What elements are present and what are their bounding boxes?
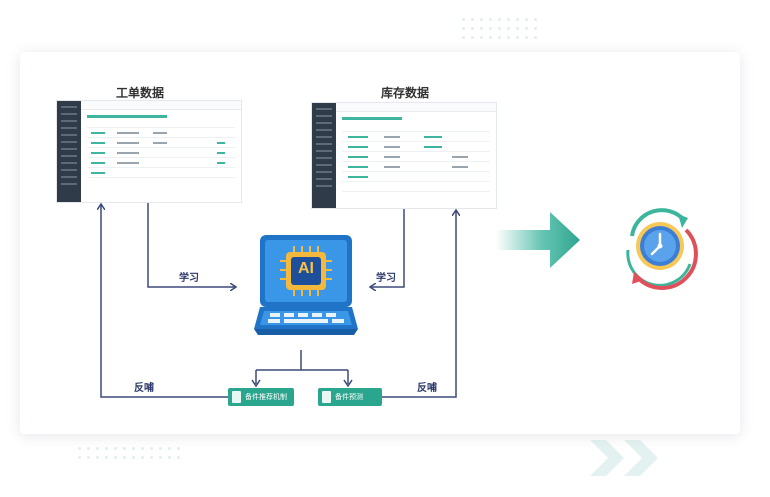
decor-dot [141,456,144,459]
decor-dot [78,447,81,450]
gradient-arrow-icon [496,212,580,268]
decor-dot [78,456,81,459]
work-order-title: 工单数据 [116,86,165,100]
decor-dot [525,27,528,30]
decor-dot [132,456,135,459]
learn-arrow-right [370,209,405,287]
decor-dot [498,36,501,39]
decor-dot [177,447,180,450]
decor-dot [507,36,510,39]
decor-dot [159,447,162,450]
decor-dot [132,447,135,450]
decor-dot [534,36,537,39]
spare-part-recommendation-label: 备件推荐机制 [245,393,287,401]
decor-dot [168,456,171,459]
decor-dot [516,18,519,21]
decor-dots-bottom [78,447,180,459]
decor-dot [489,18,492,21]
decor-dot [114,447,117,450]
decor-dot [525,18,528,21]
decor-dot [480,27,483,30]
decor-dot [507,27,510,30]
decor-dot [177,456,180,459]
clock-icon [626,208,698,290]
decor-dot [123,447,126,450]
split-arrow [255,350,349,384]
decor-dot [498,18,501,21]
feedback-label-right: 反哺 [417,383,437,394]
decor-dot [507,18,510,21]
decor-dot [141,447,144,450]
decor-dot [168,447,171,450]
document-icon [322,391,331,403]
decor-dot [123,456,126,459]
ai-chip-label: AI [298,260,314,277]
learn-label-left: 学习 [179,273,199,284]
decor-dot [105,447,108,450]
decor-dot [462,27,465,30]
decor-dot [87,456,90,459]
decor-dot [498,27,501,30]
ai-laptop-icon [254,235,358,335]
thumb-sidebar [57,101,81,202]
decor-dot [480,36,483,39]
decor-dot [87,447,90,450]
decor-dot [516,27,519,30]
decor-dot [471,18,474,21]
decor-dot [471,36,474,39]
document-icon [232,391,241,403]
decor-chevrons [590,440,658,476]
decor-dot [150,447,153,450]
thumb-sidebar [312,103,336,208]
feedback-label-left: 反哺 [134,383,154,394]
spare-part-forecast-label: 备件预测 [335,393,363,401]
decor-dot [471,27,474,30]
decor-dot [159,456,162,459]
decor-dot [96,447,99,450]
decor-dot [150,456,153,459]
learn-label-right: 学习 [376,273,396,284]
decor-dot [462,18,465,21]
work-order-screenshot [56,100,242,203]
decor-dot [525,36,528,39]
spare-part-forecast-button[interactable]: 备件预测 [318,388,382,406]
decor-dot [114,456,117,459]
decor-dot [534,18,537,21]
decor-dot [105,456,108,459]
learn-arrow-left [147,203,236,287]
decor-dot [462,36,465,39]
decor-dot [96,456,99,459]
decor-dot [489,36,492,39]
decor-dots-top [462,18,537,39]
inventory-screenshot [311,102,497,209]
decor-dot [534,27,537,30]
decor-dot [516,36,519,39]
inventory-title: 库存数据 [381,86,430,100]
feedback-arrow-right [382,210,456,398]
decor-dot [489,27,492,30]
feedback-arrow-left [101,204,228,398]
decor-dot [480,18,483,21]
spare-part-recommendation-button[interactable]: 备件推荐机制 [228,388,294,406]
